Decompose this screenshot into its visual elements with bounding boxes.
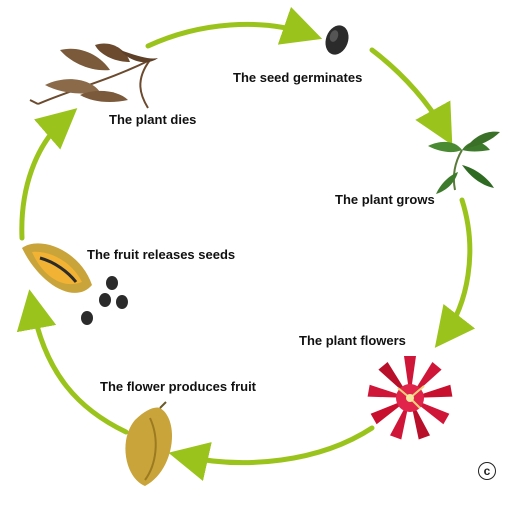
- label-fruit-releases-seeds: The fruit releases seeds: [87, 247, 236, 262]
- arrow-grow-to-flower: [434, 197, 476, 348]
- arrow-open-to-dies: [19, 108, 78, 241]
- arrow-fruit-to-open: [16, 289, 129, 435]
- flower-icon: [367, 356, 453, 440]
- label-flower-produces-fruit: The flower produces fruit: [100, 379, 257, 394]
- label-seed-germinates: The seed germinates: [233, 70, 363, 85]
- arrow-flower-to-fruit: [168, 425, 375, 482]
- label-plant-flowers: The plant flowers: [299, 333, 406, 348]
- copyright-icon: c: [478, 462, 496, 480]
- label-plant-grows: The plant grows: [335, 192, 435, 207]
- fruit-icon: [125, 401, 172, 486]
- label-plant-dies: The plant dies: [109, 112, 197, 127]
- seedling-icon: [428, 131, 500, 194]
- arrow-dies-to-seed: [145, 6, 323, 49]
- seed-icon: [325, 25, 349, 55]
- arrow-seed-to-grow: [369, 47, 453, 146]
- dead-plant-icon: [29, 43, 158, 109]
- open-fruit-icon: [22, 243, 128, 325]
